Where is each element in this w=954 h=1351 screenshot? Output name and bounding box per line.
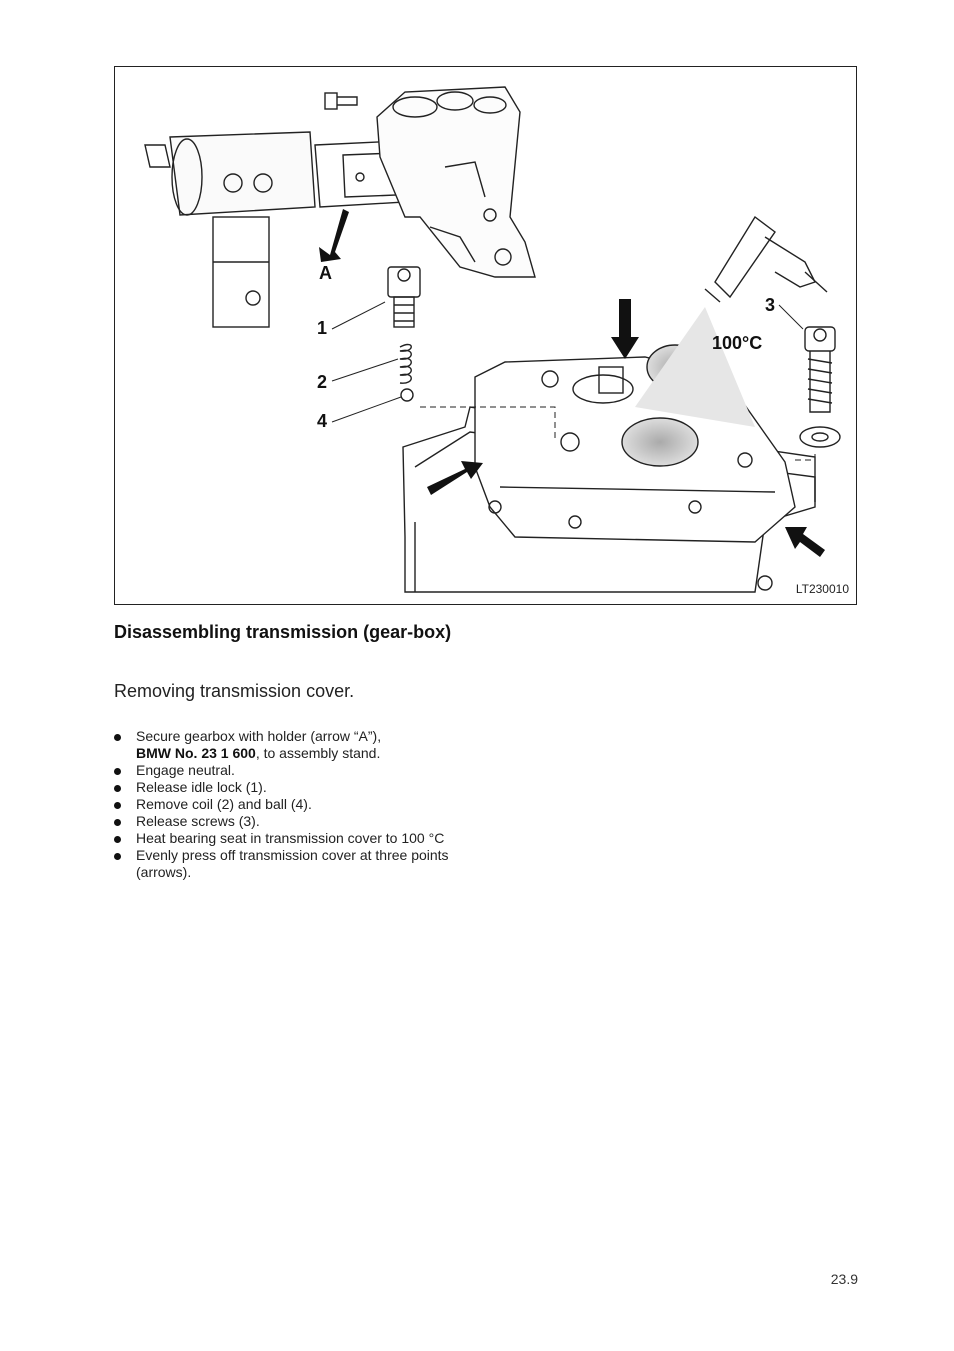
screw-part-3 — [799, 326, 841, 448]
label-part-4: 4 — [317, 411, 328, 431]
subsection-heading: Removing transmission cover. — [114, 681, 355, 701]
step-text: Engage neutral. — [136, 762, 235, 778]
list-item: Secure gearbox with holder (arrow “A”), … — [114, 728, 464, 762]
label-part-3: 3 — [765, 295, 776, 315]
bullet-icon — [114, 802, 121, 809]
label-part-2: 2 — [317, 372, 328, 392]
transmission-cover — [474, 344, 796, 543]
list-item: Engage neutral. — [114, 762, 464, 779]
assembly-stand-holder — [144, 131, 406, 328]
step-text: Evenly press off transmission cover at t… — [136, 847, 449, 880]
step-text: Release idle lock (1). — [136, 779, 267, 795]
idle-lock-part-1 — [387, 266, 421, 328]
step-text: , to assembly stand. — [255, 745, 381, 761]
step-text: Secure gearbox with holder (arrow “A”), — [136, 728, 382, 744]
label-arrow-a: A — [319, 263, 332, 283]
bullet-icon — [114, 785, 121, 792]
figure-code: LT230010 — [795, 582, 849, 596]
list-item: Release screws (3). — [114, 813, 464, 830]
gearbox-housing-top — [376, 86, 536, 278]
gearbox-drawing — [144, 86, 841, 593]
list-item: Remove coil (2) and ball (4). — [114, 796, 464, 813]
leader-lines — [331, 301, 816, 461]
section-heading: Disassembling transmission (gear-box) — [114, 622, 452, 642]
ball-part-4 — [400, 388, 414, 402]
list-item: Release idle lock (1). — [114, 779, 464, 796]
page-number: 23.9 — [830, 1271, 858, 1287]
bullet-icon — [114, 734, 121, 741]
coil-part-2 — [399, 343, 412, 384]
step-text: Remove coil (2) and ball (4). — [136, 796, 312, 812]
heat-gun — [635, 215, 828, 427]
bolt-top — [324, 92, 358, 110]
bullet-icon — [114, 853, 121, 860]
bullet-icon — [114, 819, 121, 826]
step-text: Release screws (3). — [136, 813, 260, 829]
list-item: Heat bearing seat in transmission cover … — [114, 830, 464, 847]
label-temperature: 100°C — [712, 333, 763, 353]
bullet-icon — [114, 768, 121, 775]
bullet-icon — [114, 836, 121, 843]
press-off-arrows — [319, 209, 825, 557]
technical-illustration: A 1 2 4 3 100°C LT230010 — [114, 66, 857, 605]
label-part-1: 1 — [317, 318, 328, 338]
step-text: Heat bearing seat in transmission cover … — [136, 830, 445, 846]
procedure-steps: Secure gearbox with holder (arrow “A”), … — [114, 728, 464, 881]
list-item: Evenly press off transmission cover at t… — [114, 847, 464, 881]
tool-number: BMW No. 23 1 600 — [136, 745, 256, 761]
